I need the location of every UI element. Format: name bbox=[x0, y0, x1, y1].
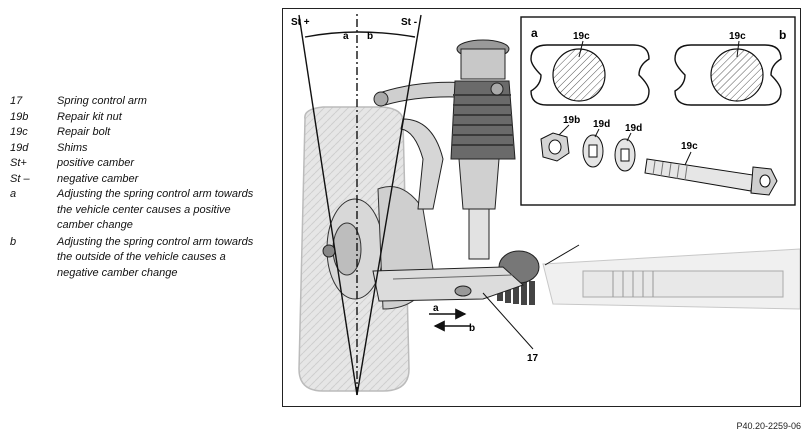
panel-b-label: b bbox=[779, 28, 786, 42]
arrow-b-label: b bbox=[469, 323, 475, 334]
part-17-label: 17 bbox=[527, 353, 539, 364]
adjustment-arrows bbox=[429, 308, 471, 332]
legend-item-st-plus: St+ positive camber bbox=[10, 156, 267, 172]
legend-desc: Adjusting the spring control arm towards… bbox=[57, 235, 254, 279]
label-19d-1: 19d bbox=[593, 119, 610, 130]
legend-item-st-minus: St – negative camber bbox=[10, 172, 267, 188]
legend-key: St+ bbox=[10, 157, 27, 169]
inset-leader bbox=[544, 244, 580, 266]
legend-key: 19c bbox=[10, 126, 28, 138]
legend-item-17: 17 Spring control arm bbox=[10, 94, 267, 110]
legend: 17 Spring control arm 19b Repair kit nut… bbox=[10, 94, 267, 281]
shim-drawing-2 bbox=[614, 138, 636, 172]
repair-kit-nut-drawing bbox=[540, 132, 570, 162]
legend-desc: Repair bolt bbox=[57, 126, 111, 138]
strut-drawing bbox=[450, 39, 516, 260]
legend-key: b bbox=[10, 235, 17, 248]
angle-b-label: b bbox=[367, 31, 373, 42]
repair-bolt-drawing bbox=[644, 158, 778, 196]
legend-item-19c: 19c Repair bolt bbox=[10, 125, 267, 141]
camber-lines bbox=[298, 13, 422, 396]
part-17-leader bbox=[482, 292, 534, 350]
st-minus-label: St - bbox=[401, 17, 417, 28]
arrow-a-label: a bbox=[433, 303, 439, 314]
st-plus-label: St + bbox=[291, 17, 310, 28]
label-19b: 19b bbox=[563, 115, 580, 126]
suspension-drawing: St + St - a b a b 17 a b 19c bbox=[291, 13, 800, 396]
angle-a-label: a bbox=[343, 31, 349, 42]
label-19c-a: 19c bbox=[573, 31, 590, 42]
figure-reference-id: P40.20-2259-06 bbox=[736, 421, 801, 431]
spring-control-arm-drawing bbox=[372, 266, 524, 302]
inset-detail: a b 19c 19c 19b bbox=[520, 16, 796, 206]
label-19c-b: 19c bbox=[729, 31, 746, 42]
legend-desc: Repair kit nut bbox=[57, 110, 122, 123]
legend-desc: negative camber bbox=[57, 172, 139, 185]
suspension-figure: St + St - a b a b 17 a b 19c bbox=[282, 8, 801, 407]
camber-angle-arc bbox=[304, 31, 416, 38]
legend-key: 19b bbox=[10, 110, 29, 123]
label-19c-bolt: 19c bbox=[681, 141, 698, 152]
legend-item-a: a Adjusting the spring control arm towar… bbox=[10, 187, 267, 234]
negative-camber-line bbox=[356, 14, 422, 396]
legend-key: 19d bbox=[10, 141, 29, 154]
legend-desc: positive camber bbox=[57, 157, 135, 169]
legend-desc: Adjusting the spring control arm towards… bbox=[57, 188, 254, 231]
legend-item-19d: 19d Shims bbox=[10, 141, 267, 157]
label-19d-2: 19d bbox=[625, 123, 642, 134]
legend-desc: Spring control arm bbox=[57, 95, 147, 107]
panel-a-label: a bbox=[531, 26, 538, 40]
legend-key: a bbox=[10, 188, 17, 200]
legend-item-b: b Adjusting the spring control arm towar… bbox=[10, 235, 267, 282]
legend-key: 17 bbox=[10, 95, 23, 107]
legend-item-19b: 19b Repair kit nut bbox=[10, 110, 267, 126]
legend-key: St – bbox=[10, 172, 30, 185]
positive-camber-line bbox=[298, 14, 358, 396]
legend-desc: Shims bbox=[57, 141, 88, 154]
slot-plate-b bbox=[674, 44, 782, 106]
steering-rack-drawing bbox=[497, 248, 800, 310]
slot-plate-a bbox=[530, 44, 650, 106]
shim-drawing-1 bbox=[582, 134, 604, 168]
